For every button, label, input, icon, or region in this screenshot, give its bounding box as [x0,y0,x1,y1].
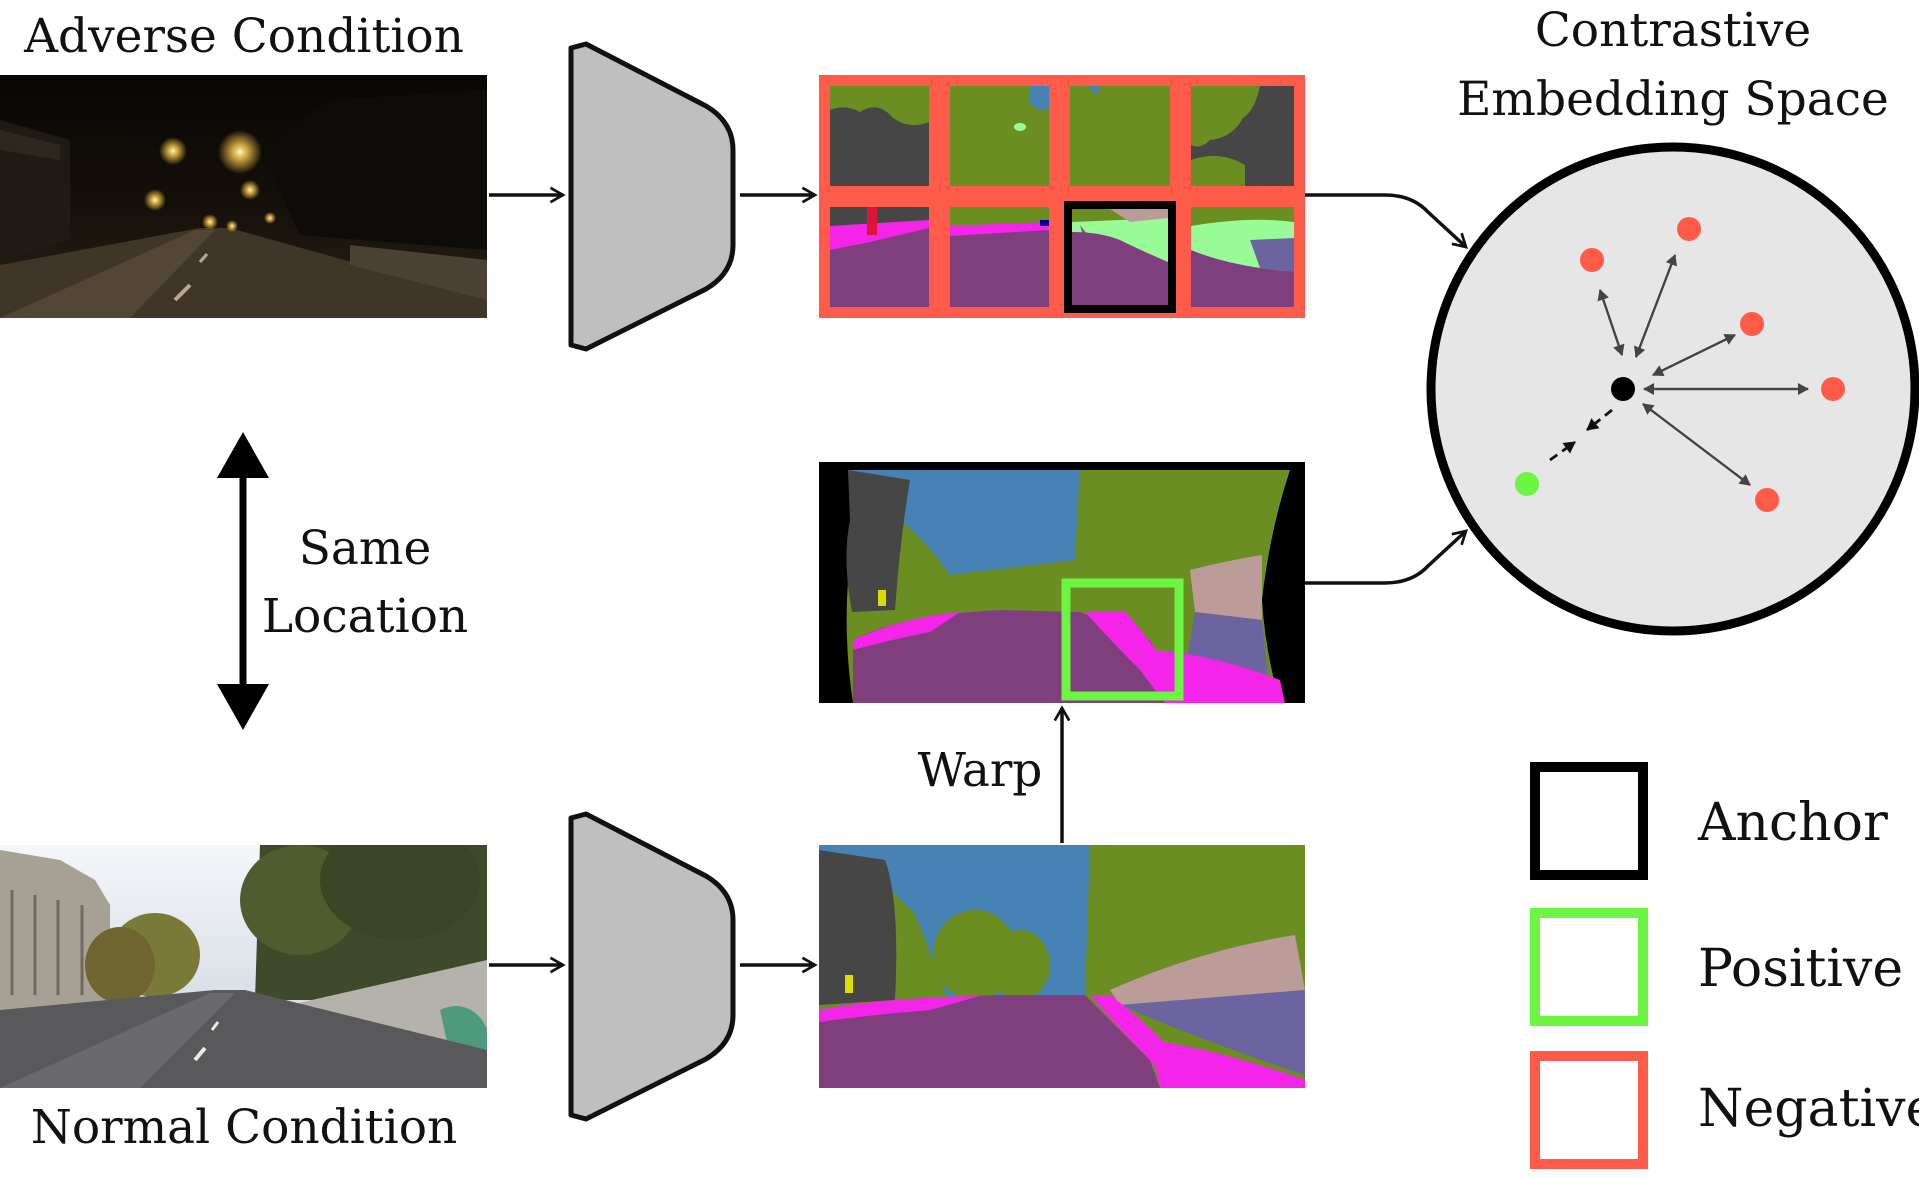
positive-point [1515,472,1539,496]
negative-point [1677,217,1701,241]
normal-condition-label: Normal Condition [31,1100,458,1155]
legend-anchor-label: Anchor [1697,793,1888,853]
negative-point [1580,248,1604,272]
negative-point [1821,377,1845,401]
legend-negative-swatch [1530,1051,1648,1169]
encoder-bottom [568,811,736,1122]
legend: Anchor Positive Negative [1530,762,1919,1169]
embedding-space [1426,142,1919,636]
negative-point [1740,312,1764,336]
normal-segmentation-map [819,845,1305,1088]
anchor-point [1611,377,1635,401]
embedding-title-line2: Embedding Space [1457,72,1889,127]
embedding-title-line1: Contrastive [1535,3,1811,58]
encoder-top [568,41,736,352]
same-location-label-line2: Location [262,589,468,644]
legend-positive-label: Positive [1698,939,1903,999]
legend-negative-label: Negative [1698,1079,1919,1139]
warp-label: Warp [918,743,1043,798]
negative-point [1755,488,1779,512]
same-location-double-arrow [217,432,269,730]
adverse-prediction-patches [819,75,1305,318]
adverse-condition-photo [0,75,487,318]
arrow-warped-to-embedding [1305,531,1466,585]
adverse-condition-label: Adverse Condition [23,9,464,64]
positive-patch-box [1061,578,1184,701]
normal-condition-photo [0,845,487,1088]
arrow-patches-to-embedding [1305,193,1466,247]
same-location-label-line1: Same [299,521,432,576]
legend-anchor-swatch [1530,762,1648,880]
legend-positive-swatch [1530,908,1648,1026]
